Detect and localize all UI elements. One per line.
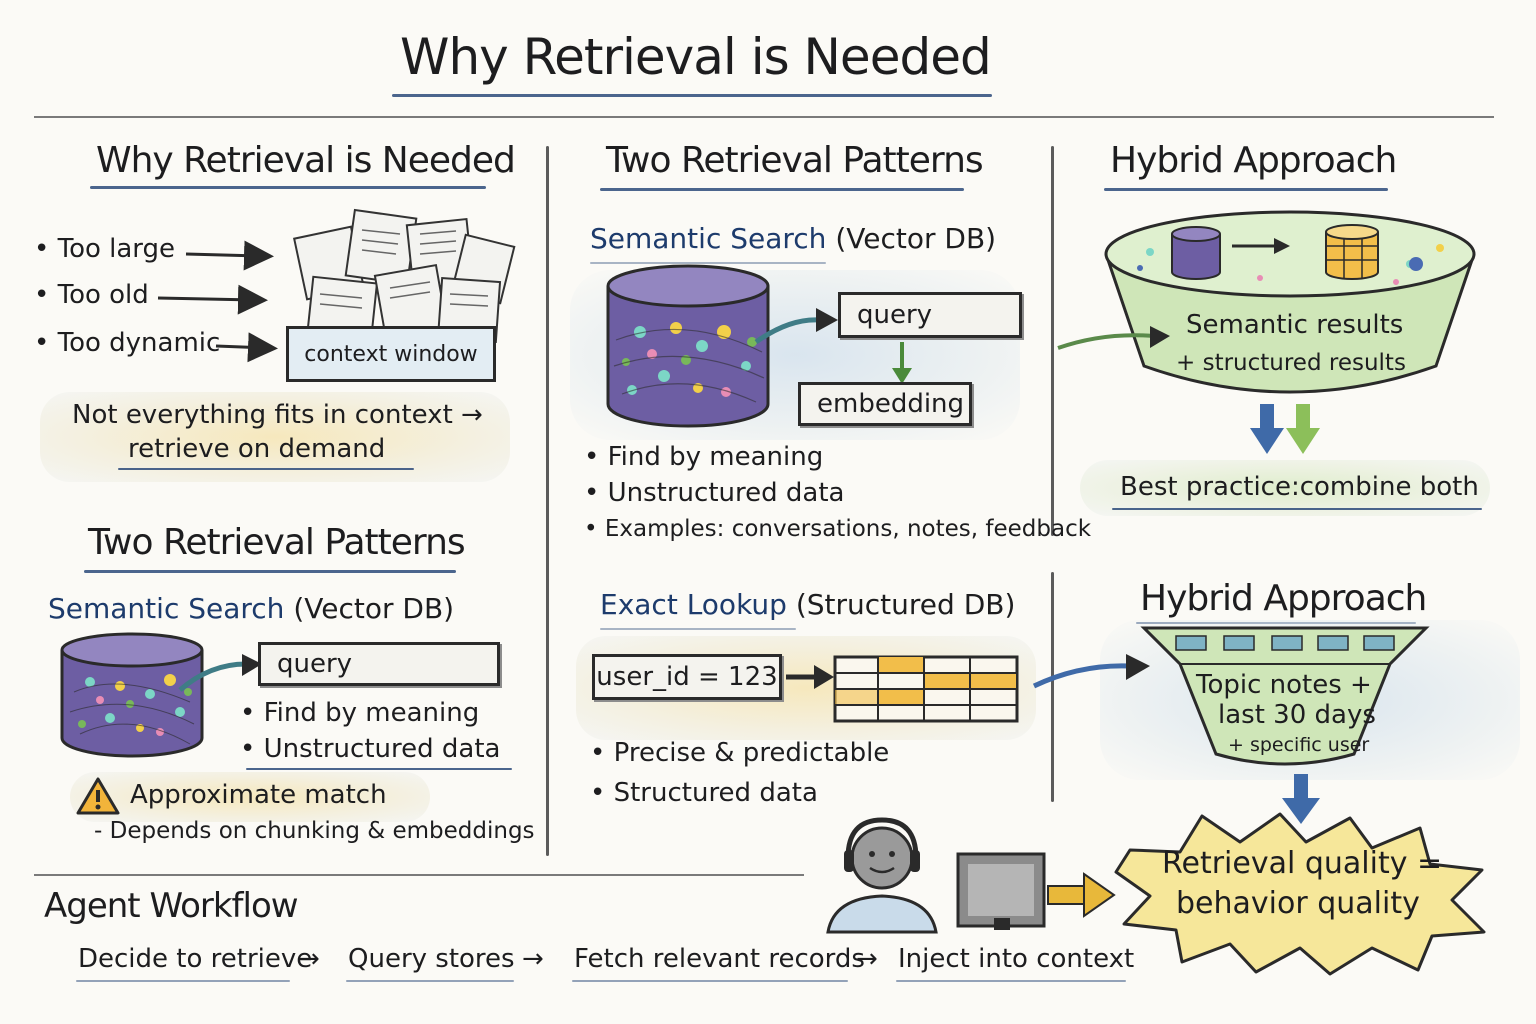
page-title: Why Retrieval is Needed (400, 28, 992, 86)
embedding-label: embedding (817, 389, 965, 419)
workflow-step-3: Fetch relevant records (574, 944, 865, 974)
step-underline (76, 980, 290, 982)
bullet-find-by-meaning: Find by meaning (240, 698, 480, 728)
query-arrow-left (178, 654, 262, 692)
bullet-examples: Examples: conversations, notes, feedback (584, 516, 1091, 542)
reason-too-large: Too large (34, 234, 175, 264)
bullet-unstructured-data: Unstructured data (240, 734, 501, 764)
step-underline (346, 980, 514, 982)
overflowing-papers-illustration (293, 208, 516, 345)
structured-table-illustration (833, 655, 1019, 723)
workflow-arrow-2: → (522, 944, 544, 974)
section-heading-patterns-left: Two Retrieval Patterns (88, 522, 466, 563)
semantic-search-title-middle: Semantic Search (Vector DB) (590, 222, 996, 255)
section-heading-hybrid-top: Hybrid Approach (1110, 140, 1397, 181)
heading-underline (1104, 188, 1388, 191)
heading-underline (84, 570, 456, 573)
warning-icon (76, 777, 120, 815)
section-heading-hybrid-bottom: Hybrid Approach (1140, 578, 1427, 619)
funnel-top-line2: + structured results (1176, 350, 1406, 376)
step-underline (572, 980, 848, 982)
structured-to-hybrid-arrow (1032, 654, 1150, 689)
best-practice-highlight (1080, 460, 1490, 516)
funnel-to-result-arrow (1282, 774, 1320, 824)
bullet-structured-data: Structured data (590, 778, 818, 808)
semantic-search-label: Semantic Search (590, 222, 827, 255)
result-line2: behavior quality (1176, 886, 1420, 921)
lookup-key-label: user_id = 123 (596, 662, 778, 692)
warning-approximate-match: Approximate match (130, 780, 387, 810)
context-window-label: context window (304, 341, 478, 367)
query-label: query (857, 300, 933, 330)
funnel-bottom-line1: Topic notes + (1196, 670, 1372, 700)
workflow-step-4: Inject into context (898, 944, 1135, 974)
column-divider-right-bottom (1051, 572, 1054, 802)
note-highlight (40, 392, 510, 482)
workflow-step-2: Query stores (348, 944, 515, 974)
context-note-line1: Not everything fits in context → (72, 400, 483, 430)
query-arrow-middle (754, 308, 838, 345)
context-window-box: context window (286, 326, 496, 382)
title-underline (392, 94, 992, 97)
heading-underline (90, 186, 486, 189)
hybrid-funnel-bottom (1140, 626, 1430, 766)
column-divider-left (546, 146, 549, 856)
reason-arrows (157, 240, 278, 363)
query-box-left: query (258, 642, 500, 686)
workflow-heading: Agent Workflow (44, 886, 299, 926)
funnel-bottom-line3: + specific user (1228, 734, 1370, 756)
funnel-output-arrows (1250, 404, 1320, 454)
semantic-to-hybrid-arrow (1057, 326, 1170, 350)
lookup-key-box: user_id = 123 (592, 654, 782, 700)
bullet-underline (246, 768, 512, 770)
exact-lookup-title: Exact Lookup (Structured DB) (600, 588, 1015, 621)
context-note-line2: retrieve on demand (128, 434, 386, 464)
top-divider (34, 116, 1494, 118)
bullet-unstructured-data: Unstructured data (584, 478, 845, 508)
hybrid-funnel-top (1104, 210, 1476, 394)
lookup-arrow (786, 665, 834, 689)
vector-db-cylinder-small (60, 632, 204, 758)
workflow-divider (34, 874, 804, 876)
best-practice-note: Best practice:combine both (1120, 472, 1479, 502)
semantic-search-label: Semantic Search (48, 592, 285, 625)
heading-underline (600, 188, 964, 191)
step-underline (896, 980, 1126, 982)
section-heading-why: Why Retrieval is Needed (96, 140, 516, 181)
workflow-arrow-1: → (298, 944, 320, 974)
vector-db-label: (Vector DB) (835, 222, 997, 255)
bullet-find-by-meaning: Find by meaning (584, 442, 824, 472)
query-box-middle: query (838, 292, 1022, 338)
vector-db-label: (Vector DB) (293, 592, 455, 625)
workflow-step-1: Decide to retrieve (78, 944, 313, 974)
query-label: query (277, 649, 353, 679)
exact-lookup-label: Exact Lookup (600, 588, 787, 621)
funnel-bottom-line2: last 30 days (1218, 700, 1376, 730)
reason-too-old: Too old (34, 280, 149, 310)
result-line1: Retrieval quality = (1162, 846, 1443, 881)
note-underline (118, 468, 414, 470)
warning-highlight (70, 772, 430, 822)
result-burst (1114, 812, 1486, 976)
vector-db-cylinder-large (606, 264, 770, 428)
subheading-underline (590, 262, 826, 264)
bullet-precise-predictable: Precise & predictable (590, 738, 890, 768)
section-heading-patterns-middle: Two Retrieval Patterns (606, 140, 984, 181)
structured-db-label: (Structured DB) (795, 588, 1016, 621)
reason-too-dynamic: Too dynamic (34, 328, 221, 358)
warning-detail: - Depends on chunking & embeddings (94, 818, 535, 844)
agent-at-computer-illustration (826, 817, 1116, 934)
workflow-arrow-3: → (856, 944, 878, 974)
embedding-box: embedding (798, 382, 972, 426)
funnel-top-line1: Semantic results (1186, 310, 1404, 340)
semantic-search-title-left: Semantic Search (Vector DB) (48, 592, 454, 625)
column-divider-right-top (1051, 146, 1054, 536)
subheading-underline (600, 628, 796, 630)
best-practice-underline (1112, 508, 1482, 510)
